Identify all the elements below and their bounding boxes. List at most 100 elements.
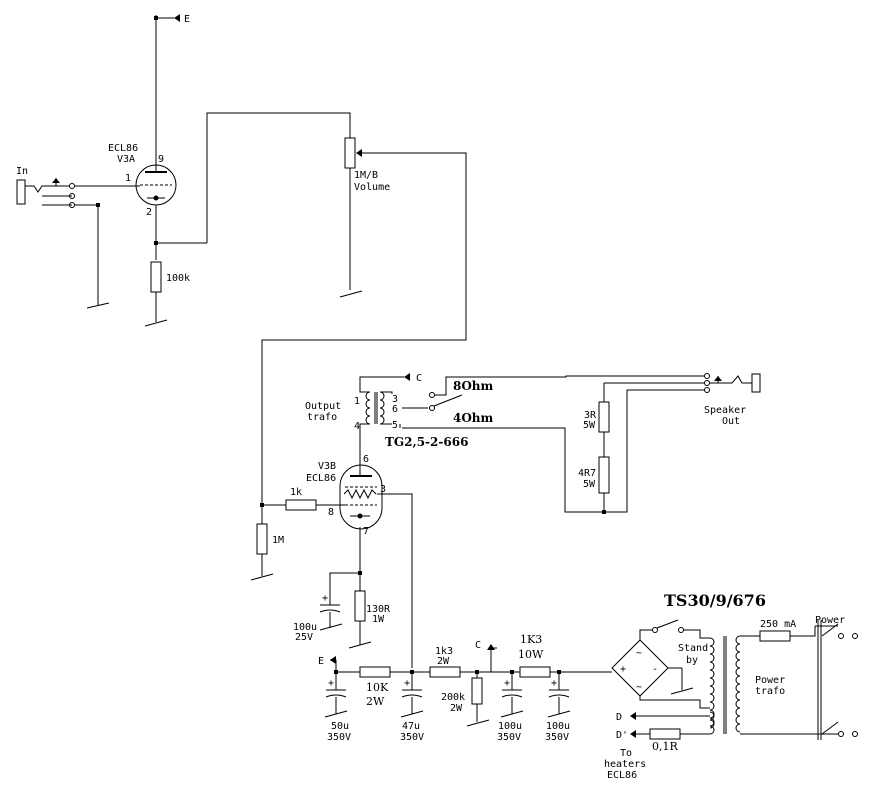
- power-transformer: [709, 635, 741, 735]
- r4r7-value: 4R7: [578, 468, 596, 479]
- trafo-pin5: 5: [392, 420, 398, 431]
- volume-pot: [344, 137, 356, 169]
- r1m-label: 1M: [272, 535, 284, 546]
- r1k3-10w-value: 1K3: [520, 633, 542, 646]
- r10k-value: 10K: [366, 681, 389, 694]
- ground-symbol: [144, 319, 168, 327]
- svg-text:+: +: [322, 593, 328, 604]
- r01-label: 0,1R: [652, 740, 678, 753]
- cap2-value: 47u: [402, 721, 420, 732]
- resistor-130r: [354, 590, 366, 622]
- resistor-3r: [598, 401, 610, 433]
- c100-voltage: 25V: [295, 632, 313, 643]
- ground-symbol: [319, 623, 343, 631]
- r3r-power: 5W: [583, 420, 596, 431]
- resistor-1k: [285, 499, 317, 511]
- trafo-pin1: 1: [354, 396, 360, 407]
- v3a-type: ECL86: [108, 143, 138, 154]
- rail-c-mid: C: [475, 640, 481, 651]
- v3b-pin-k: 7: [363, 526, 369, 537]
- tap-8ohm: 8Ohm: [453, 379, 494, 393]
- trafo-pin6: 6: [392, 404, 398, 415]
- r1k3-power: 2W: [437, 656, 450, 667]
- svg-text:+: +: [620, 664, 626, 675]
- cap1-voltage: 350V: [327, 732, 351, 743]
- filter-cap-2: +: [400, 672, 424, 718]
- cap1-value: 50u: [331, 721, 349, 732]
- heaters-label1: To: [620, 748, 632, 759]
- v3a-pin-cathode: 2: [146, 207, 152, 218]
- v3b-pin-g2: 3: [380, 484, 386, 495]
- v3b-tube: [339, 464, 383, 530]
- r1k3-value: 1k3: [435, 646, 453, 657]
- v3b-pin-g1: 8: [328, 507, 334, 518]
- tap-4ohm: 4Ohm: [453, 411, 494, 425]
- resistor-100k: [150, 261, 162, 293]
- rail-e-top: E: [184, 14, 190, 25]
- r4r7-power: 5W: [583, 479, 596, 490]
- cap3-value: 100u: [498, 721, 522, 732]
- rail-e-bottom: E: [318, 656, 324, 667]
- resistor-1k3-10w: [519, 666, 551, 678]
- rail-c-top: C: [416, 373, 422, 384]
- svg-text:+: +: [328, 678, 334, 689]
- cap4-value: 100u: [546, 721, 570, 732]
- filter-cap-3: +: [500, 672, 524, 718]
- rail-d1: D: [616, 712, 622, 723]
- r-100k-label: 100k: [166, 273, 190, 284]
- r130-value: 130R: [366, 604, 391, 615]
- input-label: In: [16, 166, 28, 177]
- trafo-model: TG2,5-2-666: [385, 435, 468, 449]
- speaker-jack: [704, 373, 761, 393]
- filter-cap-4: +: [547, 672, 571, 718]
- v3b-pin-anode: 6: [363, 454, 369, 465]
- resistor-10k: [359, 666, 391, 678]
- v3a-tube: [135, 15, 177, 260]
- v3b-name: V3B: [318, 461, 336, 472]
- heaters-label2: heaters: [604, 759, 646, 770]
- resistor-1m: [256, 523, 268, 555]
- fuse: [759, 630, 791, 642]
- resistor-1k3: [429, 666, 461, 678]
- resistor-4r7: [598, 456, 610, 494]
- volume-label: Volume: [354, 182, 390, 193]
- c100-value: 100u: [293, 622, 317, 633]
- standby-label2: by: [686, 655, 698, 666]
- bridge-rectifier: + - ~ ~: [611, 639, 669, 697]
- rail-d2: D': [616, 730, 628, 741]
- output-transformer: [365, 391, 385, 425]
- speaker-label2: Out: [722, 416, 740, 427]
- resistor-0-1r: [649, 728, 681, 740]
- input-jack: [16, 178, 75, 208]
- heaters-label3: ECL86: [607, 770, 637, 781]
- v3a-pin-anode: 9: [158, 154, 164, 165]
- v3a-pin-grid: 1: [125, 173, 131, 184]
- standby-label1: Stand: [678, 643, 708, 654]
- cap3-voltage: 350V: [497, 732, 521, 743]
- v3a-name: V3A: [117, 154, 135, 165]
- r1k3-10w-power: 10W: [518, 648, 544, 661]
- ground-symbol: [348, 641, 372, 649]
- fuse-label: 250 mA: [760, 619, 796, 630]
- ground-symbol: [466, 719, 490, 727]
- svg-text:+: +: [551, 678, 557, 689]
- svg-text:+: +: [504, 678, 510, 689]
- trafo-pin4: 4: [354, 421, 360, 432]
- svg-text:~: ~: [636, 648, 642, 659]
- power-trafo-label1: Power: [755, 675, 785, 686]
- r200k-value: 200k: [441, 692, 465, 703]
- r200k-power: 2W: [450, 703, 463, 714]
- filter-cap-1: +: [324, 672, 348, 718]
- r10k-power: 2W: [366, 695, 385, 708]
- trafo-label2: trafo: [307, 412, 337, 423]
- cap4-voltage: 350V: [545, 732, 569, 743]
- ground-symbol: [86, 302, 110, 309]
- volume-value: 1M/B: [354, 170, 378, 181]
- ground-symbol: [339, 290, 363, 298]
- r130-power: 1W: [372, 614, 385, 625]
- speaker-label1: Speaker: [704, 405, 746, 416]
- trafo-label1: Output: [305, 401, 341, 412]
- trafo-pin3: 3: [392, 394, 398, 405]
- power-trafo-model: TS30/9/676: [664, 591, 766, 610]
